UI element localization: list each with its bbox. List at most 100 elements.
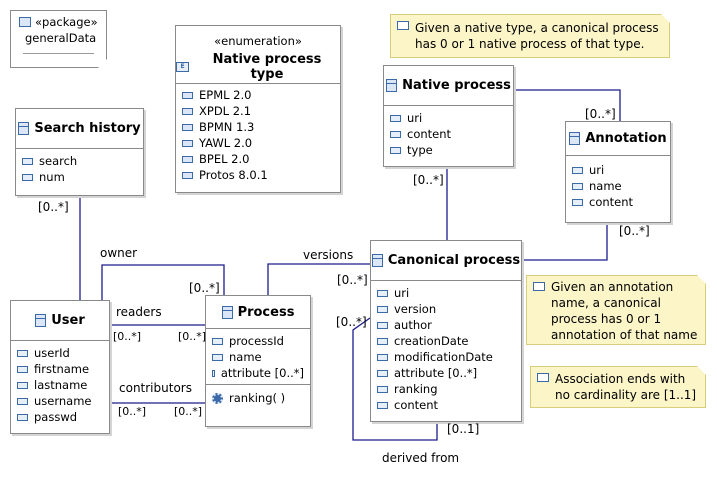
attribute: uri bbox=[572, 162, 664, 178]
class-attributes: uri name content bbox=[566, 156, 670, 214]
multiplicity-native-annotation: [0..*] bbox=[585, 107, 616, 121]
class-header: Native process bbox=[384, 66, 513, 106]
class-annotation[interactable]: Annotation uri name content bbox=[565, 121, 671, 223]
attribute: username bbox=[17, 393, 103, 409]
attribute: firstname bbox=[17, 361, 103, 377]
versions-association bbox=[267, 263, 370, 295]
attribute-icon bbox=[377, 321, 388, 329]
enumeration-icon: E bbox=[176, 62, 189, 72]
note-line: Given a native type, a canonical process bbox=[415, 21, 659, 35]
attribute-icon bbox=[390, 146, 401, 154]
role-contributors: contributors bbox=[119, 381, 192, 395]
class-attributes: uri content type bbox=[384, 106, 513, 162]
operation-icon bbox=[212, 392, 223, 404]
multiplicity-contributors-user: [0..*] bbox=[118, 405, 147, 418]
class-icon bbox=[371, 254, 383, 267]
package-header: «package» bbox=[11, 11, 106, 29]
attribute: name bbox=[212, 349, 304, 365]
note-line: annotation of that name bbox=[551, 328, 698, 342]
class-native-process[interactable]: Native process uri content type bbox=[383, 65, 514, 167]
attribute-icon bbox=[22, 157, 33, 165]
attribute: modificationDate bbox=[377, 349, 515, 365]
enum-literal: Protos 8.0.1 bbox=[182, 167, 334, 183]
literal-icon bbox=[182, 91, 193, 99]
class-header: Canonical process bbox=[371, 241, 521, 281]
multiplicity-derived-bottom: [0..1] bbox=[447, 422, 480, 436]
attribute: content bbox=[572, 194, 664, 210]
note-line: Given an annotation bbox=[551, 280, 674, 294]
attribute: author bbox=[377, 317, 515, 333]
note-annotation-name[interactable]: Given an annotation name, a canonical pr… bbox=[526, 275, 706, 345]
role-derived-from: derived from bbox=[382, 451, 460, 465]
note-icon bbox=[537, 373, 549, 382]
attribute: version bbox=[377, 301, 515, 317]
note-line: process has 0 or 1 bbox=[551, 312, 662, 326]
class-user[interactable]: User userId firstname lastname username … bbox=[10, 300, 110, 434]
attribute: name bbox=[572, 178, 664, 194]
class-canonical-process[interactable]: Canonical process uri version author cre… bbox=[370, 240, 522, 422]
note-line: Association ends with bbox=[555, 372, 686, 386]
package-stereotype: «package» bbox=[35, 15, 98, 29]
attribute: uri bbox=[377, 285, 515, 301]
class-search-history[interactable]: Search history search num bbox=[15, 108, 144, 196]
attribute: processId bbox=[212, 333, 304, 349]
attribute-icon bbox=[17, 349, 28, 357]
class-attributes: search num bbox=[16, 149, 143, 189]
note-icon bbox=[533, 282, 545, 291]
class-header: Process bbox=[206, 296, 310, 329]
multiplicity-search-history: [0..*] bbox=[38, 200, 69, 214]
attribute-icon bbox=[572, 166, 583, 174]
role-owner: owner bbox=[100, 246, 138, 260]
role-readers: readers bbox=[116, 305, 162, 319]
note-native-type[interactable]: Given a native type, a canonical process… bbox=[390, 14, 670, 58]
class-process[interactable]: Process processId name attribute [0..*] … bbox=[205, 295, 311, 427]
attribute: ranking bbox=[377, 381, 515, 397]
class-icon bbox=[569, 132, 581, 145]
attribute-icon bbox=[377, 305, 388, 313]
attribute: lastname bbox=[17, 377, 103, 393]
attribute: passwd bbox=[17, 409, 103, 425]
attribute: attribute [0..*] bbox=[212, 365, 304, 381]
literal-icon bbox=[182, 107, 193, 115]
class-attributes: userId firstname lastname username passw… bbox=[11, 341, 109, 429]
enum-literal: BPMN 1.3 bbox=[182, 119, 334, 135]
attribute-icon bbox=[377, 289, 388, 297]
annotation-canonical-association bbox=[522, 223, 608, 261]
class-header: Annotation bbox=[566, 122, 670, 156]
attribute-icon bbox=[377, 369, 388, 377]
attribute: content bbox=[377, 397, 515, 413]
enumeration-stereotype: «enumeration» bbox=[214, 34, 302, 48]
attribute: num bbox=[22, 169, 137, 185]
literal-icon bbox=[182, 155, 193, 163]
package-divider bbox=[23, 53, 94, 54]
enumeration-header: «enumeration» E Native process type bbox=[176, 26, 340, 84]
multiplicity-contributors-process: [0..*] bbox=[174, 405, 203, 418]
literal-icon bbox=[182, 139, 193, 147]
attribute-icon bbox=[212, 369, 215, 377]
enum-literal: EPML 2.0 bbox=[182, 87, 334, 103]
enum-literal: BPEL 2.0 bbox=[182, 151, 334, 167]
multiplicity-native-canonical: [0..*] bbox=[413, 173, 444, 187]
attribute-icon bbox=[377, 337, 388, 345]
attribute-icon bbox=[17, 397, 28, 405]
attribute-icon bbox=[212, 337, 223, 345]
literal-icon bbox=[182, 171, 193, 179]
role-versions: versions bbox=[303, 248, 354, 262]
attribute: creationDate bbox=[377, 333, 515, 349]
attribute-icon bbox=[377, 401, 388, 409]
enum-literal: XPDL 2.1 bbox=[182, 103, 334, 119]
owner-association bbox=[101, 264, 225, 300]
class-operations: ranking( ) bbox=[206, 384, 310, 410]
class-header: Search history bbox=[16, 109, 143, 149]
attribute: userId bbox=[17, 345, 103, 361]
enumeration-native-process-type[interactable]: «enumeration» E Native process type EPML… bbox=[175, 25, 341, 193]
multiplicity-versions: [0..*] bbox=[337, 273, 368, 287]
note-association-ends[interactable]: Association ends with no cardinality are… bbox=[530, 366, 706, 408]
package-generaldata[interactable]: «package» generalData bbox=[10, 10, 107, 68]
note-line: no cardinality are [1..1] bbox=[555, 388, 697, 402]
attribute-icon bbox=[212, 353, 223, 361]
note-icon bbox=[397, 21, 409, 30]
class-icon bbox=[35, 314, 47, 327]
attribute-icon bbox=[572, 182, 583, 190]
multiplicity-readers-process: [0..*] bbox=[178, 330, 207, 343]
